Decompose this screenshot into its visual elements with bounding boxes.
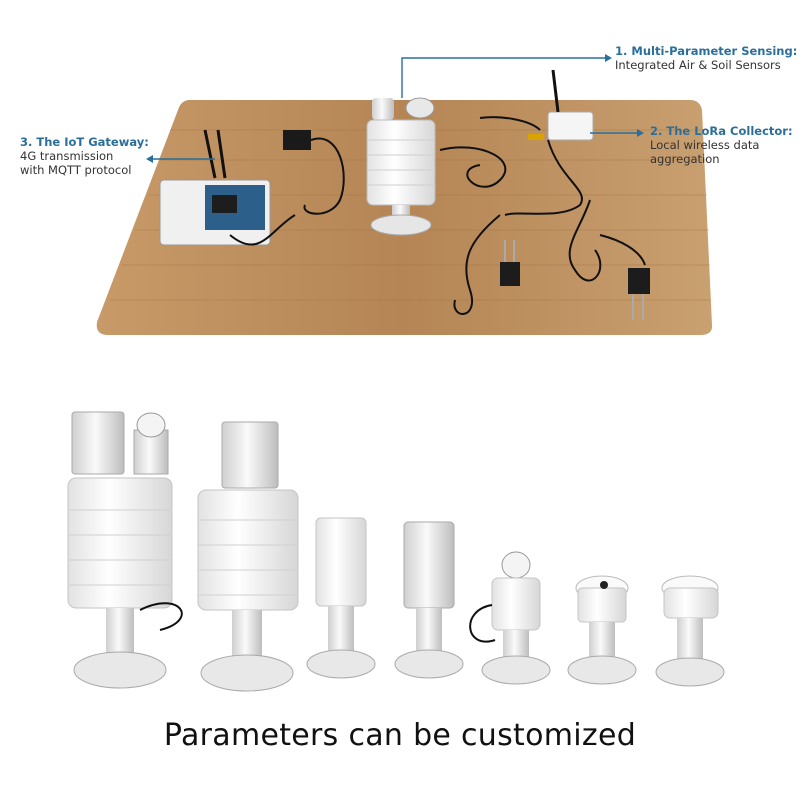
callout-iot-gateway: 3. The IoT Gateway: 4G transmission with… bbox=[20, 135, 149, 177]
callout-desc-line: Local wireless data bbox=[650, 138, 760, 152]
callout-arrowheads bbox=[146, 54, 644, 163]
sensor-variant-1 bbox=[67, 411, 183, 689]
callout-lora-collector: 2. The LoRa Collector: Local wireless da… bbox=[650, 124, 793, 166]
lora-collector-device bbox=[528, 69, 594, 141]
callout-desc-line: aggregation bbox=[650, 152, 720, 166]
soil-sensor-left bbox=[500, 240, 520, 286]
callout-multi-parameter-sensing: 1. Multi-Parameter Sensing: Integrated A… bbox=[615, 44, 797, 72]
weather-station-device bbox=[366, 97, 436, 236]
sensor-variant-2 bbox=[197, 421, 299, 692]
sensor-variant-5 bbox=[469, 551, 551, 685]
iot-gateway-device bbox=[159, 129, 296, 246]
sensor-lineup bbox=[67, 411, 725, 692]
sensor-variant-6 bbox=[567, 575, 637, 685]
soil-sensor-right bbox=[628, 268, 650, 320]
sensor-variant-7 bbox=[655, 575, 725, 687]
callout-title: 1. Multi-Parameter Sensing: bbox=[615, 44, 798, 58]
sensor-variant-3 bbox=[306, 517, 376, 679]
callout-desc-line: Integrated Air & Soil Sensors bbox=[615, 58, 781, 72]
callout-desc-line: with MQTT protocol bbox=[20, 163, 132, 177]
callout-desc-line: 4G transmission bbox=[20, 149, 114, 163]
power-adapter bbox=[283, 130, 345, 215]
callout-title: 3. The IoT Gateway: bbox=[20, 135, 149, 149]
caption-text: Parameters can be customized bbox=[163, 718, 637, 753]
callout-lines bbox=[150, 57, 640, 160]
callout-title: 2. The LoRa Collector: bbox=[650, 124, 793, 138]
sensor-cables bbox=[439, 116, 646, 315]
sensor-variant-4 bbox=[394, 521, 464, 679]
